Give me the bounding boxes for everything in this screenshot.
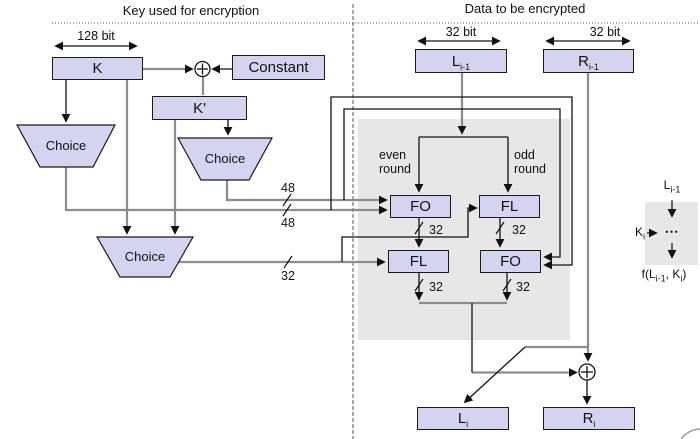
bus-48-lower xyxy=(64,167,388,215)
branch-32-to-fl-top xyxy=(341,203,478,262)
l-prev-text: Li-1 xyxy=(451,52,471,72)
choice-upper-shape xyxy=(15,124,116,168)
r-prev-text: Ri-1 xyxy=(578,52,599,72)
slash-32-fl-top xyxy=(495,221,505,235)
slash-32-fo-bottom xyxy=(502,278,512,292)
box-l-prev: Li-1 xyxy=(415,49,507,73)
mini-key-label: Ki xyxy=(634,225,645,242)
label-32-fo-bottom: 32 xyxy=(516,280,530,294)
box-constant: Constant xyxy=(232,55,325,80)
guide-lines xyxy=(52,4,698,439)
r-out-text: Ri xyxy=(582,410,596,429)
box-fl-top: FL xyxy=(479,195,540,218)
xor-output-icon xyxy=(578,363,596,381)
box-fl-bottom: FL xyxy=(388,250,449,273)
choice-lower-shape xyxy=(95,236,195,278)
black-connectors xyxy=(61,64,592,405)
slash-marks xyxy=(282,193,512,292)
mini-output-label: f(Li-1, Ki) xyxy=(641,267,687,284)
label-32-fl-top: 32 xyxy=(512,223,526,237)
bracket-48-inner xyxy=(343,108,561,262)
box-k: K xyxy=(52,57,143,80)
choice-middle-label: Choice xyxy=(204,151,246,166)
label-bus48-lower: 48 xyxy=(281,216,295,230)
odd-round-label: odd round xyxy=(514,148,546,176)
box-fo-top: FO xyxy=(390,195,451,218)
measure-arrows xyxy=(54,36,631,51)
slash-32-fo-top xyxy=(414,221,424,235)
bus-48-upper xyxy=(225,180,388,205)
data-section-title: Data to be encrypted xyxy=(464,1,586,16)
slash-32-choice xyxy=(283,255,293,269)
even-round-label: even round xyxy=(379,148,411,176)
corner-arc-decoration xyxy=(680,428,700,439)
label-128bit: 128 bit xyxy=(77,29,115,43)
mini-dots: ⋯ xyxy=(664,223,680,239)
choice-shapes xyxy=(15,124,274,278)
bracket-48-outer xyxy=(330,96,573,270)
label-32-fo-top: 32 xyxy=(429,223,443,237)
label-32bit-left: 32 bit xyxy=(445,25,477,39)
xor-key-icon xyxy=(194,60,211,78)
key-section-title: Key used for encryption xyxy=(122,3,260,18)
mini-input-label: Li-1 xyxy=(663,178,681,195)
l-out-text: Li xyxy=(457,410,469,429)
slash-48-upper xyxy=(282,193,292,207)
box-fo-bottom: FO xyxy=(480,250,541,273)
label-bus32-choice: 32 xyxy=(281,269,295,283)
label-32-fl-bottom: 32 xyxy=(429,280,443,294)
slash-48-lower xyxy=(282,203,292,217)
choice-upper-label: Choice xyxy=(45,138,87,153)
key-buses xyxy=(64,64,593,377)
slash-32-fl-bottom xyxy=(414,278,424,292)
box-k-prime: K' xyxy=(152,96,247,120)
choice-lower-label: Choice xyxy=(124,249,166,264)
label-bus48-upper: 48 xyxy=(281,181,295,195)
box-r-prev: Ri-1 xyxy=(543,49,634,73)
line-swap-diagonal-to-l-out xyxy=(463,346,526,404)
box-r-out: Ri xyxy=(543,407,635,430)
label-32bit-right: 32 bit xyxy=(589,25,621,39)
box-l-out: Li xyxy=(417,407,509,430)
round-function-arrows xyxy=(647,200,677,259)
choice-middle-shape xyxy=(176,137,274,181)
